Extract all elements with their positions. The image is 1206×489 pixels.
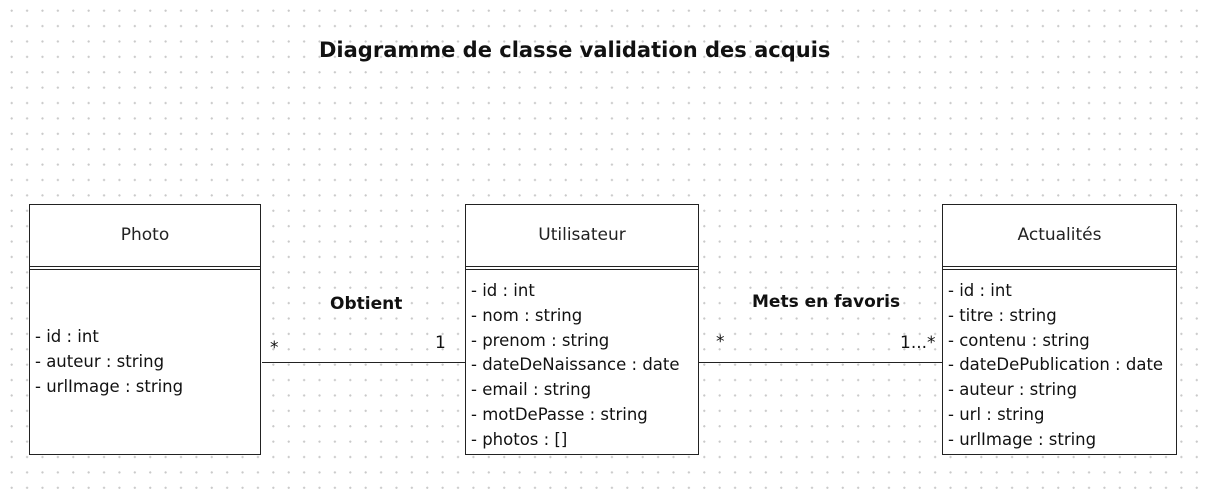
class-photo-name: Photo — [30, 205, 260, 267]
attribute: - auteur : string — [35, 352, 165, 372]
attribute: - url : string — [948, 404, 1045, 424]
association-favoris-label: Mets en favoris — [752, 292, 901, 312]
attribute: - dateDePublication : date — [948, 355, 1164, 375]
class-photo-separator — [30, 267, 260, 270]
class-photo-attributes: - id : int - auteur : string - urlImage … — [35, 271, 258, 454]
multiplicity-utilisateur: 1 — [435, 333, 446, 353]
class-actualites-separator — [943, 267, 1176, 270]
attribute: - id : int — [471, 281, 535, 300]
attribute: - email : string — [471, 380, 592, 400]
multiplicity-actualites: 1...* — [900, 333, 936, 353]
class-utilisateur[interactable]: Utilisateur - id : int - nom : string - … — [465, 204, 699, 455]
association-favoris-line[interactable] — [699, 362, 942, 363]
attribute: - photos : [] — [471, 429, 568, 449]
attribute: - dateDeNaissance : date — [471, 355, 680, 375]
attribute: - id : int — [35, 327, 99, 347]
attribute: - titre : string — [948, 305, 1057, 325]
attribute: - urlImage : string — [35, 376, 184, 396]
class-actualites[interactable]: Actualités - id : int - titre : string -… — [942, 204, 1177, 455]
class-utilisateur-attributes: - id : int - nom : string - prenom : str… — [471, 271, 696, 454]
attribute: - id : int — [948, 281, 1012, 300]
association-obtient-label: Obtient — [330, 294, 403, 314]
class-utilisateur-name: Utilisateur — [466, 205, 698, 267]
attribute: - contenu : string — [948, 330, 1090, 350]
association-obtient-line[interactable] — [262, 362, 465, 363]
multiplicity-utilisateur-favoris: * — [716, 332, 725, 352]
class-actualites-name: Actualités — [943, 205, 1176, 267]
diagram-title: Diagramme de classe validation des acqui… — [319, 38, 831, 62]
attribute: - prenom : string — [471, 330, 610, 350]
multiplicity-photo: * — [270, 338, 279, 358]
attribute: - nom : string — [471, 305, 583, 325]
class-actualites-attributes: - id : int - titre : string - contenu : … — [948, 271, 1174, 454]
attribute: - motDePasse : string — [471, 404, 648, 424]
class-photo[interactable]: Photo - id : int - auteur : string - url… — [29, 204, 261, 455]
attribute: - auteur : string — [948, 380, 1078, 400]
class-utilisateur-separator — [466, 267, 698, 270]
attribute: - urlImage : string — [948, 429, 1097, 449]
